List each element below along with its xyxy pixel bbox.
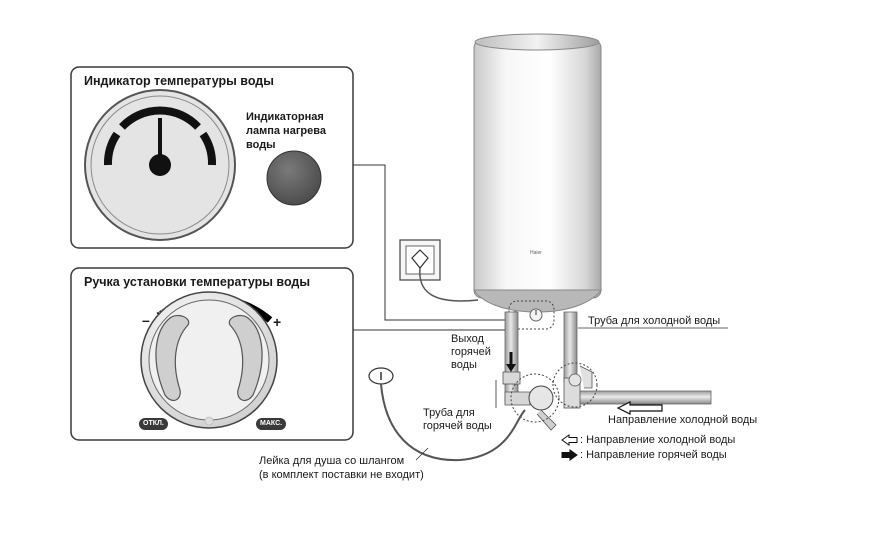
lamp-label-line3: воды [246, 139, 276, 151]
shower-label-line1: Лейка для душа со шлангом [259, 455, 405, 467]
temp-indicator-title: Индикатор температуры воды [84, 74, 274, 88]
shower-head [368, 367, 394, 385]
panel-connector-line [353, 164, 518, 321]
legend-hot-label: : Направление горячей воды [580, 449, 727, 461]
hot-outlet-label-line3: воды [451, 359, 477, 371]
shower-label-line2: (в комплект поставки не входит) [259, 469, 424, 481]
cold-direction-label: Направление холодной воды [608, 414, 758, 426]
temp-knob-title: Ручка установки температуры воды [84, 275, 311, 289]
hot-water-pipe [502, 311, 521, 403]
hot-outlet-label-line2: горячей [451, 346, 491, 358]
mixer-valve [504, 373, 560, 431]
off-label: ОТКЛ. [139, 418, 168, 430]
water-heater-tank [473, 33, 602, 313]
legend-cold-arrow-icon [561, 434, 578, 446]
cold-water-pipe [552, 311, 712, 409]
hot-outlet-label-line1: Выход [451, 333, 484, 345]
cold-pipe-label: Труба для холодной воды [588, 315, 721, 327]
heater-brand-logo: Haier [530, 250, 542, 256]
plus-sign: + [273, 314, 282, 330]
lamp-label-line2: лампа нагрева [246, 125, 326, 137]
max-label: МАКС. [256, 418, 287, 430]
cold-water-direction-arrow [616, 401, 663, 415]
hot-pipe-label-line2: горячей воды [423, 420, 492, 432]
shower-hose [380, 383, 526, 462]
hot-pipe-label-line1: Труба для [423, 407, 475, 419]
lamp-label-line1: Индикаторная [246, 111, 324, 123]
legend-hot-arrow-icon [561, 449, 578, 461]
heating-indicator-lamp [266, 150, 322, 206]
leader-line [415, 447, 429, 461]
temperature-dial [84, 89, 236, 241]
power-cord [419, 267, 479, 302]
minus-sign: – [142, 312, 150, 328]
legend-cold-label: : Направление холодной воды [580, 434, 736, 446]
temperature-knob[interactable] [140, 291, 278, 429]
